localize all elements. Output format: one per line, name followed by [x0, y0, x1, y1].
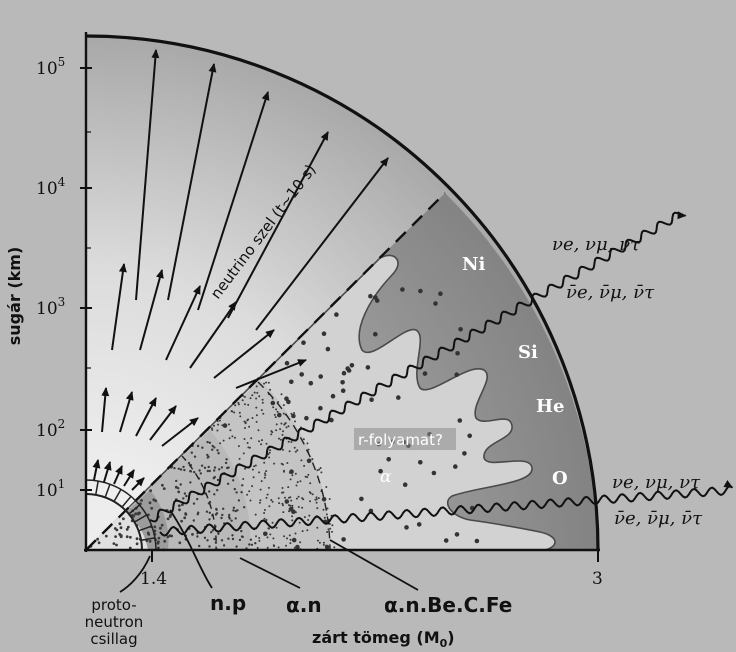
y-tick-label-1e5: 105	[36, 55, 65, 79]
leader-lines	[119, 509, 419, 593]
wind-arrow	[135, 49, 160, 301]
proto-shell-ticks	[94, 480, 156, 542]
y-tick-label-1e1: 101	[36, 477, 65, 501]
y-tick-label-1e4: 104	[36, 175, 66, 199]
bottom-labels: n.p α.n α.n.Be.C.Fe	[210, 591, 512, 617]
y-tick-label-1e2: 102	[36, 417, 65, 441]
neutrino-upper-row2: ν̄e, ν̄μ, ν̄τ	[566, 282, 655, 303]
alpha-label: α	[380, 467, 392, 487]
y-ticks-minor	[86, 131, 91, 369]
wind-arrow	[111, 263, 127, 351]
x-tick-label-1-4: 1.4	[140, 569, 167, 589]
shell-labels: Ni Si He O	[462, 254, 568, 489]
neutrino-labels: νe, νμ, ντ ν̄e, ν̄μ, ν̄τ νe, νμ, ντ ν̄e,…	[552, 234, 703, 529]
wind-arrow	[101, 387, 110, 433]
neutrino-lower-row2: ν̄e, ν̄μ, ν̄τ	[614, 508, 703, 529]
shell-label-he: He	[536, 396, 564, 417]
proto-shell-1	[85, 493, 143, 551]
wind-arrow	[131, 477, 145, 491]
r-process-label: r-folyamat?	[358, 431, 443, 449]
r-process-label-bg	[354, 428, 456, 450]
shell-label-ni: Ni	[462, 254, 485, 275]
wind-arrow	[167, 63, 217, 301]
wind-arrow	[92, 459, 101, 481]
svg-text:proto-: proto-	[91, 596, 136, 614]
label-anbe: α.n.Be.C.Fe	[384, 593, 512, 617]
wind-arrow	[119, 391, 134, 433]
neutrino-lower-row1: νe, νμ, ντ	[612, 472, 701, 493]
wind-arrow	[123, 469, 135, 487]
y-ticks	[80, 67, 92, 491]
label-an: α.n	[286, 593, 322, 617]
neutrino-upper-row1: νe, νμ, ντ	[552, 234, 641, 255]
wind-arrow	[235, 359, 307, 389]
wind-boundary-dashed	[85, 192, 446, 551]
proto-neutron-inner	[86, 497, 148, 550]
wind-arrow	[113, 465, 123, 485]
y-tick-labels: 105 104 103 102 101	[36, 55, 66, 501]
proto-neutron-label: proto- neutron csillag	[85, 596, 144, 648]
wind-arrow	[227, 131, 329, 319]
label-np: n.p	[210, 591, 246, 615]
neutrino-wave-upper	[149, 211, 687, 523]
y-axis-label: sugár (km)	[5, 247, 24, 346]
outer-boundary	[85, 34, 600, 551]
wind-arrow	[165, 285, 201, 361]
inner-arc-1	[181, 455, 217, 551]
shell-label-o: O	[552, 468, 568, 489]
x-tick-label-3: 3	[592, 569, 603, 589]
neutrino-wave-lower	[159, 480, 734, 537]
wind-arrow	[135, 397, 157, 437]
y-tick-label-1e3: 103	[36, 295, 65, 319]
wind-arrow	[189, 301, 237, 369]
wind-arrow	[139, 269, 164, 351]
wind-arrow	[161, 417, 199, 447]
wind-arrow	[149, 405, 177, 441]
proto-shell-2	[85, 479, 157, 551]
wind-arrow	[197, 91, 270, 311]
x-axis-label: zárt tömeg (M0)	[312, 628, 455, 650]
svg-text:neutron: neutron	[85, 613, 144, 631]
wind-arrow	[103, 461, 112, 483]
svg-text:csillag: csillag	[90, 630, 137, 648]
wind-arrow	[213, 329, 275, 379]
shell-label-si: Si	[518, 342, 538, 363]
wind-arrows	[92, 49, 389, 491]
wind-arrow	[255, 157, 389, 331]
